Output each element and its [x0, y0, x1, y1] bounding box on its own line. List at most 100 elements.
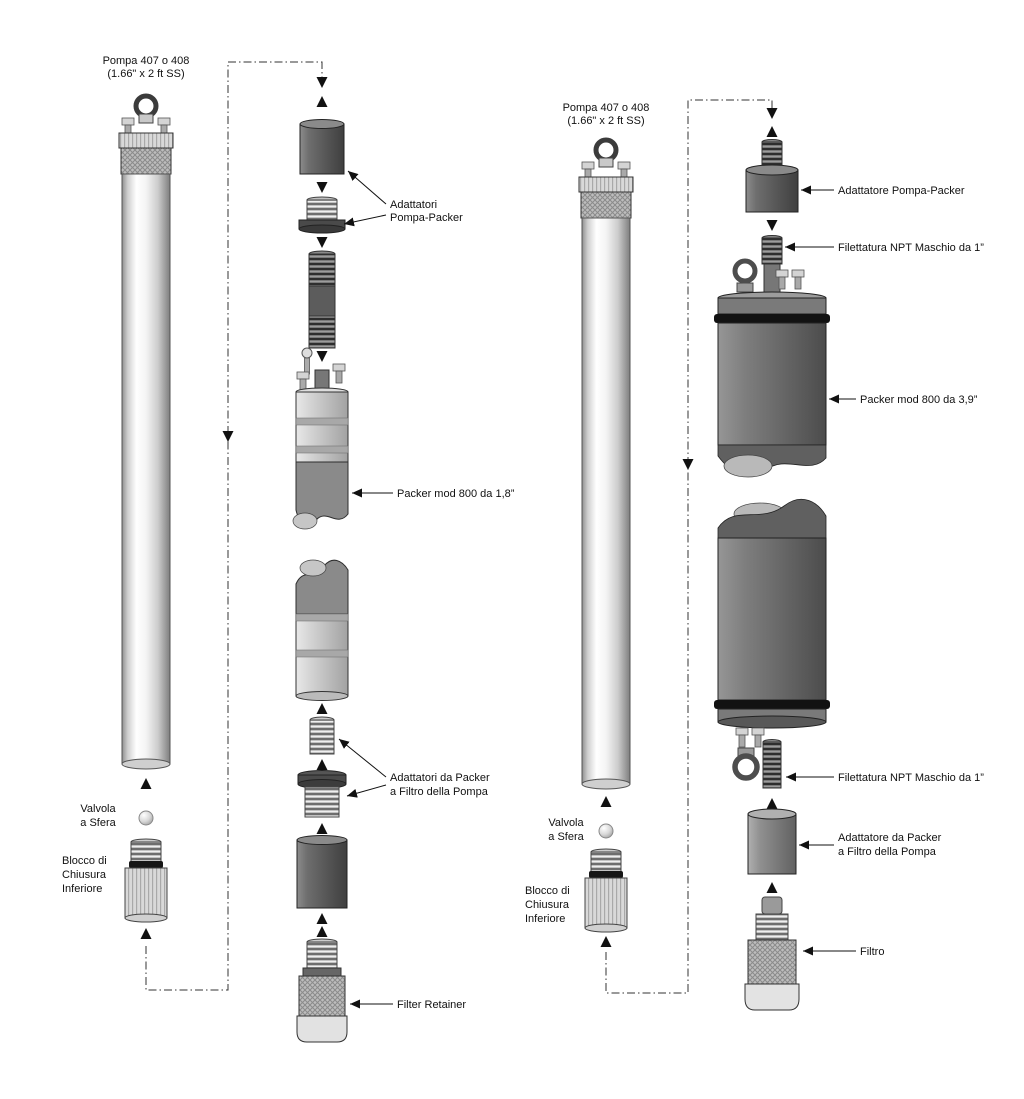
right-pump-label-line2: (1.66" x 2 ft SS)	[567, 115, 644, 127]
ball-valve	[138, 810, 154, 826]
pump-top-cap	[118, 132, 174, 149]
packer-band	[295, 417, 349, 426]
valve-pin-icon	[301, 347, 313, 359]
filter-cap	[761, 896, 783, 915]
stud-threads	[761, 141, 783, 169]
packer-torn-edge	[717, 498, 827, 541]
assembly-arrow-up	[316, 703, 328, 714]
spacer-cylinder	[296, 835, 348, 909]
adapter-top	[747, 808, 797, 820]
packer-filter-adapter-label-line1: Adattatore da Packer	[838, 832, 942, 844]
packer-torn-edge	[295, 559, 349, 615]
ball-valve	[598, 823, 614, 839]
flow-arrow-down	[222, 431, 234, 442]
packer-band	[295, 649, 349, 658]
assembly-arrow-up	[600, 796, 612, 807]
packer-band	[295, 445, 349, 454]
block-bottom	[124, 913, 168, 923]
assembly-arrow-up	[766, 798, 778, 809]
block-threads	[130, 841, 162, 863]
leader-line	[346, 784, 387, 798]
thread-nipple	[308, 250, 336, 349]
left-pump-label-line1: Pompa 407 o 408	[103, 55, 190, 67]
packer-filter-adapter-2	[297, 770, 347, 818]
packer-bottom	[717, 715, 827, 729]
o-ring	[589, 871, 623, 878]
right-pump-label-line1: Pompa 407 o 408	[563, 102, 650, 114]
leader-line	[347, 170, 387, 205]
npt-stud-top-small	[761, 139, 783, 169]
nipple-middle	[308, 285, 336, 317]
connection-path-right	[605, 99, 773, 994]
flow-arrow-down	[682, 459, 694, 470]
assembly-arrow-up	[316, 926, 328, 937]
bail-base	[598, 157, 614, 168]
packer-bottom-fittings	[732, 727, 782, 789]
bolt-icon	[751, 727, 765, 748]
packer-filter-adapters-label-line2: a Filtro della Pompa	[390, 786, 489, 798]
pump-tube-bottom	[121, 758, 171, 770]
bottom-block-label-line3: Inferiore	[525, 913, 565, 925]
pump-packer-adapter	[745, 164, 799, 213]
packer-bottom	[295, 691, 349, 701]
ball-valve-label-line1: Valvola	[548, 817, 584, 829]
flow-arrow-down	[316, 77, 328, 88]
bottom-closure-block	[124, 838, 168, 923]
block-body	[584, 877, 628, 929]
nipple-thread-bottom	[308, 315, 336, 349]
eyebolt-base	[736, 282, 754, 293]
ball-valve-label-line2: a Sfera	[80, 817, 116, 829]
packer-filter-adapter-label-line2: a Filtro della Pompa	[838, 846, 937, 858]
npt-bottom-label: Filettatura NPT Maschio da 1”	[838, 772, 984, 784]
packer-top-cap	[717, 297, 827, 315]
bottom-block-label-line2: Chiusura	[525, 899, 570, 911]
block-body	[124, 867, 168, 919]
packer-top-fittings	[732, 258, 805, 299]
ball-valve-label-line2: a Sfera	[548, 831, 584, 843]
lifting-bail-icon	[133, 93, 159, 119]
knurled-collar	[580, 191, 632, 219]
bail-base	[138, 113, 154, 124]
packer-filter-adapter	[747, 808, 797, 875]
packer-body-lower	[295, 559, 349, 701]
assembly-arrow-down	[316, 351, 328, 362]
leader-line	[338, 738, 387, 778]
assembly-arrow-up	[316, 759, 328, 770]
packer-body-lower	[714, 498, 830, 729]
adapter-body	[747, 813, 797, 875]
pump-packer-adapter-label: Adattatore Pompa-Packer	[838, 185, 965, 197]
bolt-icon	[735, 727, 749, 748]
block-bottom	[584, 923, 628, 933]
npt-top-label: Filettatura NPT Maschio da 1”	[838, 242, 984, 254]
packer-shell	[717, 322, 827, 446]
adapter-flange-bottom	[298, 224, 346, 234]
assembly-arrow-up	[140, 778, 152, 789]
packer-label: Packer mod 800 da 3,9”	[860, 394, 978, 406]
stud-threads	[761, 237, 783, 265]
packer-body-upper	[292, 387, 349, 530]
pump-packer-adapter-1	[299, 119, 345, 175]
assembly-arrow-up	[316, 823, 328, 834]
filter-knurl	[747, 939, 797, 985]
eyebolt-ring-icon	[732, 753, 760, 781]
torn-tongue	[299, 559, 327, 577]
packer-body-upper	[714, 291, 830, 478]
spacer-body	[296, 839, 348, 909]
assembly-arrow-up	[316, 96, 328, 107]
filter-threads	[755, 913, 789, 941]
retainer-collar	[302, 967, 342, 977]
bottom-block-label-line1: Blocco di	[62, 855, 107, 867]
connection-path-left	[145, 61, 323, 991]
bottom-block-label-line2: Chiusura	[62, 869, 107, 881]
assembly-arrow-up	[600, 936, 612, 947]
seal-band	[714, 700, 830, 709]
packer-filter-adapters-label-line1: Adattatori da Packer	[390, 772, 490, 784]
adapters-label-line1: Adattatori	[390, 199, 437, 211]
assembly-arrow-up	[766, 882, 778, 893]
pump-tube-bottom	[581, 778, 631, 790]
npt-stud-top	[761, 235, 783, 265]
bottom-block-label-line1: Blocco di	[525, 885, 570, 897]
left-assembly-column: Adattatori Pompa-Packer Packer mod 800 d…	[292, 96, 515, 1043]
